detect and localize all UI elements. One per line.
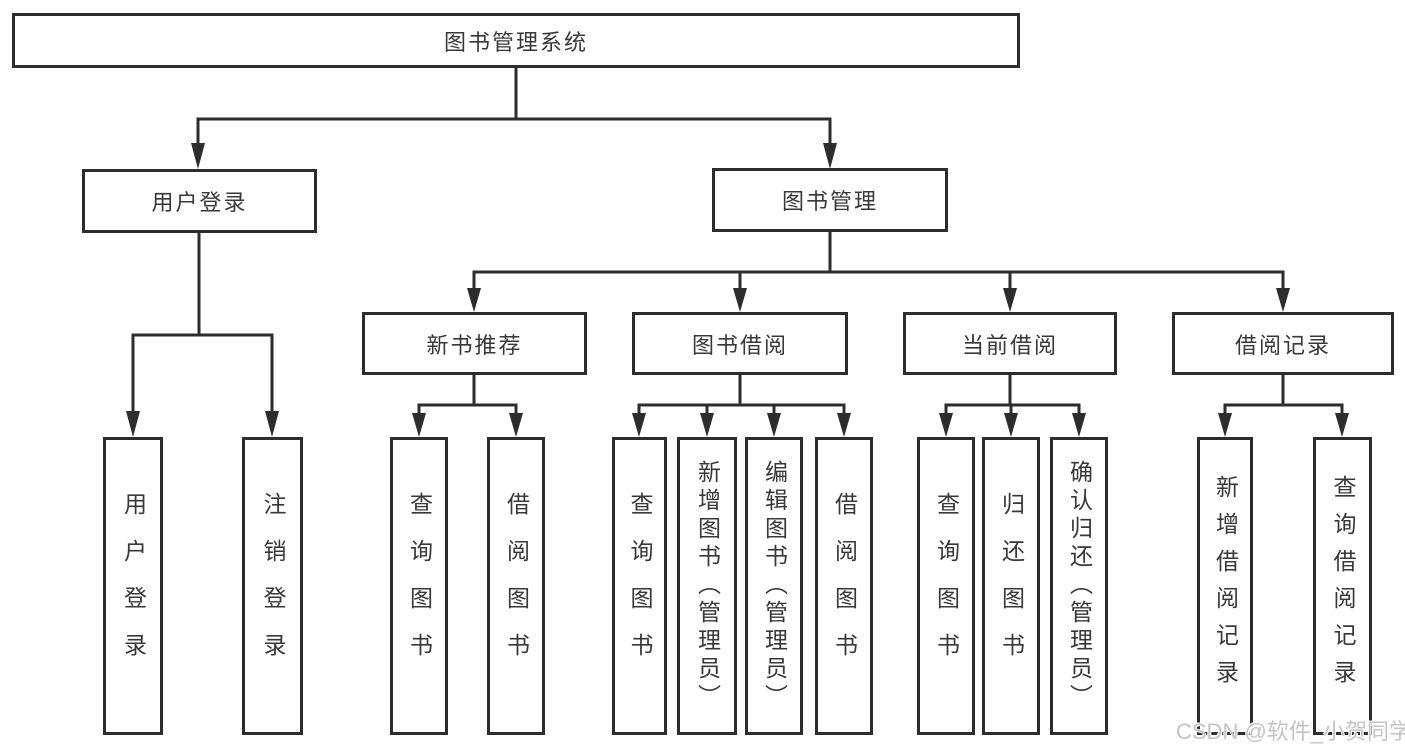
node-label: 查询图书 <box>933 492 960 680</box>
node-label: 确认归还（管理员） <box>1066 460 1093 712</box>
node-borrow-books-recommend: 借阅图书 <box>487 437 545 735</box>
node-label: 当前借阅 <box>961 332 1058 358</box>
node-new-book-recommendation: 新书推荐 <box>362 312 587 375</box>
node-user-login: 用户登录 <box>82 169 317 233</box>
node-edit-books-admin: 编辑图书（管理员） <box>745 437 803 735</box>
node-borrowing-records: 借阅记录 <box>1172 312 1394 375</box>
node-query-books-recommend: 查询图书 <box>390 437 448 735</box>
node-label: 借阅图书 <box>503 492 530 680</box>
node-add-books-admin: 新增图书（管理员） <box>677 437 737 735</box>
node-current-borrowing: 当前借阅 <box>903 312 1117 375</box>
node-label: 编辑图书（管理员） <box>761 460 788 712</box>
node-label: 用户登录 <box>120 492 147 680</box>
node-label: 新书推荐 <box>426 332 523 358</box>
node-label: 新增图书（管理员） <box>694 460 721 712</box>
node-logout: 注销登录 <box>242 437 303 735</box>
node-query-borrow-record: 查询借阅记录 <box>1313 437 1372 735</box>
node-label: 查询图书 <box>627 492 653 680</box>
node-label: 查询借阅记录 <box>1330 475 1356 697</box>
node-book-management: 图书管理 <box>712 168 948 232</box>
node-label: 新增借阅记录 <box>1212 475 1239 697</box>
node-confirm-return-admin: 确认归还（管理员） <box>1050 437 1108 735</box>
node-label: 图书管理 <box>781 189 878 214</box>
node-label: 图书借阅 <box>691 332 788 358</box>
node-label: 注销登录 <box>260 492 286 680</box>
node-add-borrow-record: 新增借阅记录 <box>1197 437 1253 735</box>
node-label: 归还图书 <box>998 492 1025 680</box>
node-book-borrowing: 图书借阅 <box>632 312 848 375</box>
node-label: 用户登录 <box>151 190 248 215</box>
node-label: 借阅记录 <box>1234 332 1331 358</box>
watermark: CSDN @软件_小贺同学 <box>1176 719 1405 744</box>
node-query-books-borrowing: 查询图书 <box>612 437 667 735</box>
node-user-login-leaf: 用户登录 <box>103 437 163 735</box>
node-return-books: 归还图书 <box>982 437 1040 735</box>
node-query-books-current: 查询图书 <box>917 437 975 735</box>
node-label: 借阅图书 <box>831 492 858 680</box>
node-label: 查询图书 <box>406 492 433 680</box>
node-borrow-books-borrowing: 借阅图书 <box>815 437 873 735</box>
node-label: 图书管理系统 <box>443 29 588 55</box>
node-library-management-system: 图书管理系统 <box>12 13 1020 68</box>
